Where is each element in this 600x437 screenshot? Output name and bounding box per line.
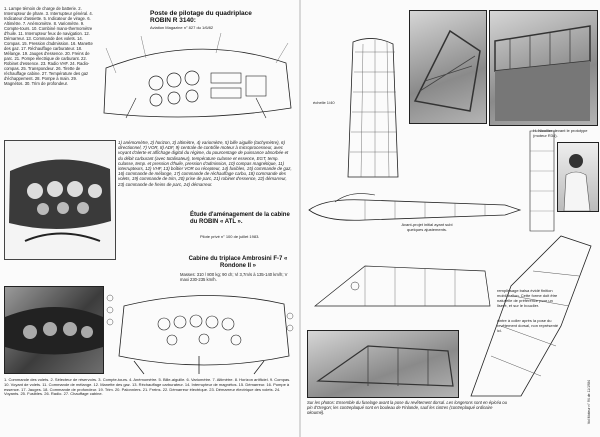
- legend-top: 1. Lampe témoin de charge de batterie. 2…: [4, 6, 93, 86]
- title-ambrosini: Cabine du triplace Ambrosini F-7 « Rondo…: [188, 256, 288, 269]
- cockpit-drawing-ambrosini: [104, 286, 296, 376]
- legend-mid: 1) anémomètre, 2) horizon, 3) altimètre,…: [118, 140, 292, 187]
- aircraft-drawing-icon: [529, 130, 555, 232]
- photo-fuselage-top-2: [489, 10, 598, 126]
- subtitle-robin-3140: Aviation Magazine n° 827 du 1/6/82: [150, 25, 214, 30]
- aircraft-drawing-icon: [347, 38, 399, 178]
- instrument-panel-icon: [9, 159, 111, 242]
- title-robin-3140: Poste de pilotage du quadriplace ROBIN R…: [150, 10, 252, 24]
- fuselage-rear-drawing: [461, 226, 597, 402]
- left-page: 1. Lampe témoin de charge de batterie. 2…: [0, 0, 299, 437]
- side-note: Vol Moteur n° 94 de 11/1984: [587, 380, 591, 425]
- photo-icon: [5, 307, 103, 355]
- photo-icon: [494, 25, 591, 121]
- legend-bottom: 1. Commande des volets. 2. Sélecteur de …: [4, 378, 291, 397]
- horizontal-tail-drawing: [527, 126, 557, 236]
- caption-bottom: Sur les photos: Ensemble du fuselage ava…: [307, 400, 507, 416]
- aircraft-drawing-icon: [314, 265, 491, 307]
- tail-fin-drawing: [343, 32, 405, 182]
- photo-nicollier: [557, 142, 599, 212]
- photo-icon: [413, 29, 481, 112]
- right-page: échelle 1/40 Avant-projet initial ayant …: [301, 0, 600, 437]
- cabin-photo-atl: [4, 140, 116, 260]
- instrument-panel-icon: [103, 32, 292, 119]
- aircraft-drawing-icon: [106, 294, 294, 375]
- caption-cintre: cintre à coller après la pose du revêtem…: [497, 318, 559, 333]
- fuselage-frames-drawing: [305, 246, 495, 326]
- photo-fuselage-bottom: [307, 330, 459, 398]
- photo-icon: [563, 154, 591, 211]
- page-spine: [299, 0, 301, 437]
- caption-nicollier: H. Nicollier devant le prototype (moteur…: [533, 128, 588, 138]
- subtitle-etude-atl: Pilote privé n° 100 de juillet 1983.: [200, 234, 260, 239]
- title-etude-atl: Étude d'aménagement de la cabine du ROBI…: [190, 212, 290, 225]
- fuselage-side-view: [305, 180, 525, 240]
- caption-remplissage: remplissage balsa évidé finition mobil-b…: [497, 288, 558, 308]
- aircraft-drawing-icon: [308, 193, 522, 221]
- caption-avant-projet: Avant-projet initial ayant subi quelques…: [401, 222, 453, 232]
- aircraft-drawing-icon: [470, 235, 592, 397]
- photo-icon: [316, 345, 454, 387]
- cockpit-drawing-robin-3140: [96, 28, 296, 140]
- cockpit-photo-ambrosini: [4, 286, 104, 374]
- label-echelle: échelle 1/40: [313, 100, 335, 105]
- text-ambrosini: Masses: 310 / 800 kg; 90 ch; Vi 3,7m/s à…: [180, 272, 288, 282]
- photo-fuselage-top-1: [409, 10, 487, 124]
